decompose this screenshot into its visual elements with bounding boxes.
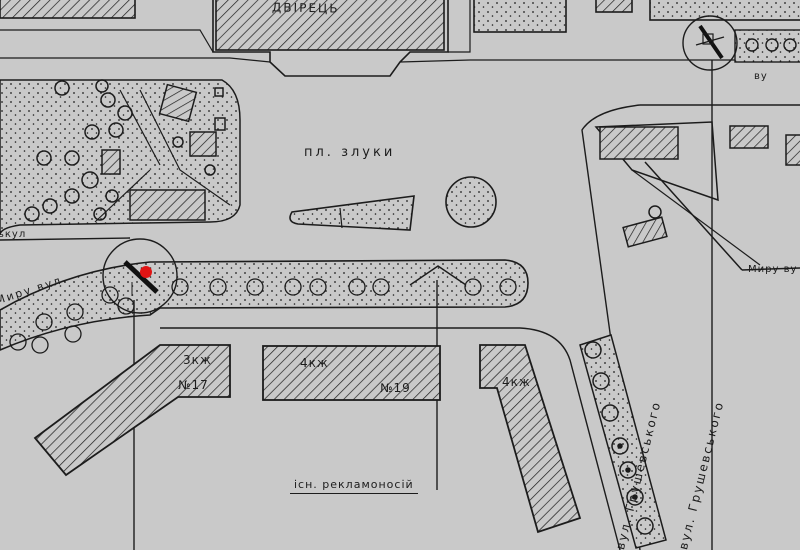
square-label: пл. злуки [304,145,396,160]
street-label-myru-right: Миру ву [748,264,798,275]
tree-row [579,334,667,549]
palace-hatch [215,0,445,51]
building-19-number: №19 [380,381,411,395]
top-left-building [0,0,136,19]
boulevard-strip [0,259,529,354]
location-marker [102,238,178,314]
top-plot [473,0,567,33]
existing-sign-marker [682,15,738,71]
palace-building [212,0,449,77]
building-l-floors: 4кж [502,375,531,389]
street-label-top-right: ву [754,71,768,82]
top-right-building [595,0,633,13]
street-lines [0,60,800,550]
red-marker [140,266,152,278]
building-17 [33,344,231,477]
palace-label: ДВІРЕЦЬ [271,0,340,16]
square-centre [289,176,497,231]
round-flowerbed [445,176,497,228]
building-19 [262,345,441,401]
building-17-number: №17 [178,378,209,392]
advertising-label: існ. рекламоносій [290,479,418,494]
top-right-strip [734,29,800,63]
street-label-left-fragment: ькул [0,229,27,240]
building-19-floors: 4кж [300,356,329,370]
bottom-buildings [33,344,582,534]
stippled-wedge [289,195,415,231]
left-park [0,79,241,236]
building-l [479,344,582,534]
top-blocks [0,0,800,77]
right-parcel [594,121,800,271]
building-17-floors: 3кж [183,353,212,367]
